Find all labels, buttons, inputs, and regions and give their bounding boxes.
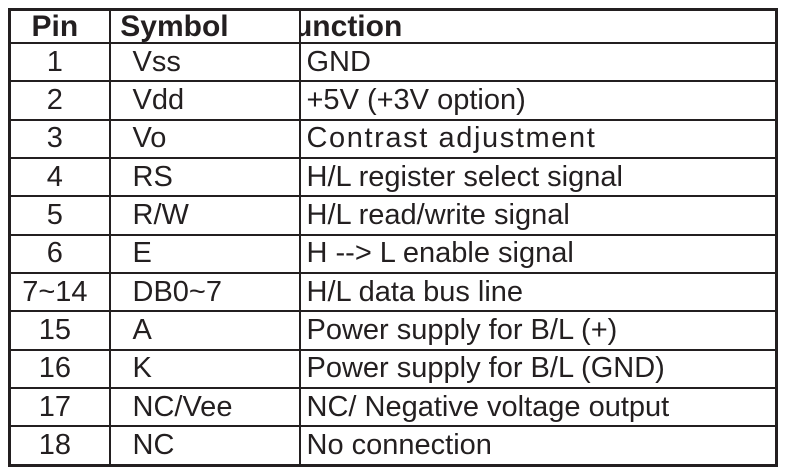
- pin-cell: 1: [8, 41, 111, 83]
- table-row: 2 Vdd +5V (+3V option): [8, 80, 778, 121]
- pin-cell: 4: [8, 157, 111, 198]
- function-cell: No connection: [298, 425, 778, 467]
- pin-cell: 18: [8, 425, 111, 467]
- function-cell: Power supply for B/L (GND): [298, 348, 778, 390]
- function-value: Power supply for B/L (+): [306, 314, 618, 347]
- symbol-cell: NC: [108, 425, 301, 467]
- symbol-cell: K: [108, 348, 301, 390]
- column-header-pin: Pin: [8, 8, 111, 44]
- function-cell: H --> L enable signal: [298, 233, 778, 275]
- pin-cell: 3: [8, 118, 111, 160]
- symbol-cell: DB0~7: [108, 272, 301, 313]
- table-row: 3 Vo Contrast adjustment: [8, 118, 778, 160]
- function-value: Contrast adjustment: [306, 122, 597, 155]
- column-header-symbol: Symbol: [108, 8, 301, 44]
- pin-value: 2: [46, 84, 63, 117]
- pin-value: 15: [38, 314, 71, 347]
- pin-cell: 15: [8, 310, 111, 351]
- pin-value: 17: [38, 390, 71, 423]
- function-cell: +5V (+3V option): [298, 80, 778, 121]
- symbol-value: K: [132, 352, 152, 385]
- column-header-function: Function: [298, 8, 778, 44]
- symbol-value: NC/Vee: [132, 390, 233, 423]
- pin-value: 16: [38, 352, 71, 385]
- function-cell: Contrast adjustment: [298, 118, 778, 160]
- pin-value: 4: [46, 160, 63, 193]
- function-value: H --> L enable signal: [306, 237, 574, 270]
- pin-value: 3: [46, 122, 63, 155]
- function-cell: GND: [298, 41, 778, 83]
- column-header-pin-label: Pin: [31, 9, 79, 43]
- function-value: No connection: [306, 429, 492, 462]
- symbol-value: NC: [132, 429, 175, 462]
- symbol-cell: RS: [108, 157, 301, 198]
- table-row: 4 RS H/L register select signal: [8, 157, 778, 198]
- symbol-value: R/W: [132, 199, 189, 232]
- table-row: 6 E H --> L enable signal: [8, 233, 778, 275]
- pin-cell: 16: [8, 348, 111, 390]
- table-row: 5 R/W H/L read/write signal: [8, 195, 778, 236]
- pin-cell: 2: [8, 80, 111, 121]
- function-cell: H/L register select signal: [298, 157, 778, 198]
- symbol-cell: NC/Vee: [108, 387, 301, 428]
- pin-value: 5: [46, 199, 63, 232]
- table-row: 15 A Power supply for B/L (+): [8, 310, 778, 351]
- symbol-value: Vss: [132, 45, 181, 78]
- pin-cell: 6: [8, 233, 111, 275]
- table-row: 7~14 DB0~7 H/L data bus line: [8, 272, 778, 313]
- symbol-value: DB0~7: [132, 275, 222, 308]
- pin-value: 7~14: [22, 275, 88, 308]
- symbol-cell: A: [108, 310, 301, 351]
- symbol-cell: E: [108, 233, 301, 275]
- function-value: H/L data bus line: [306, 275, 524, 308]
- pin-cell: 5: [8, 195, 111, 236]
- pin-value: 18: [38, 429, 71, 462]
- symbol-value: A: [132, 314, 152, 347]
- pin-cell: 17: [8, 387, 111, 428]
- symbol-value: Vdd: [132, 84, 185, 117]
- column-header-symbol-label: Symbol: [120, 9, 229, 43]
- pin-cell: 7~14: [8, 272, 111, 313]
- function-value: Power supply for B/L (GND): [306, 352, 665, 385]
- symbol-value: E: [132, 237, 152, 270]
- symbol-cell: Vss: [108, 41, 301, 83]
- table-row: 18 NC No connection: [8, 425, 778, 467]
- pin-value: 6: [46, 237, 63, 270]
- function-value: NC/ Negative voltage output: [306, 390, 670, 423]
- function-cell: Power supply for B/L (+): [298, 310, 778, 351]
- symbol-value: RS: [132, 160, 173, 193]
- table-row: 17 NC/Vee NC/ Negative voltage output: [8, 387, 778, 428]
- function-value: H/L read/write signal: [306, 199, 570, 232]
- pin-function-table: Pin Symbol Function 1 Vss GND 2 Vdd +5V …: [8, 8, 778, 467]
- function-cell: NC/ Negative voltage output: [298, 387, 778, 428]
- symbol-cell: Vdd: [108, 80, 301, 121]
- symbol-cell: Vo: [108, 118, 301, 160]
- function-value: +5V (+3V option): [306, 84, 526, 117]
- function-cell: H/L data bus line: [298, 272, 778, 313]
- table-row: 16 K Power supply for B/L (GND): [8, 348, 778, 390]
- table-row: 1 Vss GND: [8, 41, 778, 83]
- symbol-value: Vo: [132, 122, 167, 155]
- function-value: H/L register select signal: [306, 160, 623, 193]
- function-cell: H/L read/write signal: [298, 195, 778, 236]
- column-header-function-label: Function: [302, 9, 403, 43]
- symbol-cell: R/W: [108, 195, 301, 236]
- header-row: Pin Symbol Function: [8, 8, 778, 44]
- pin-value: 1: [46, 45, 63, 78]
- function-value: GND: [306, 45, 371, 78]
